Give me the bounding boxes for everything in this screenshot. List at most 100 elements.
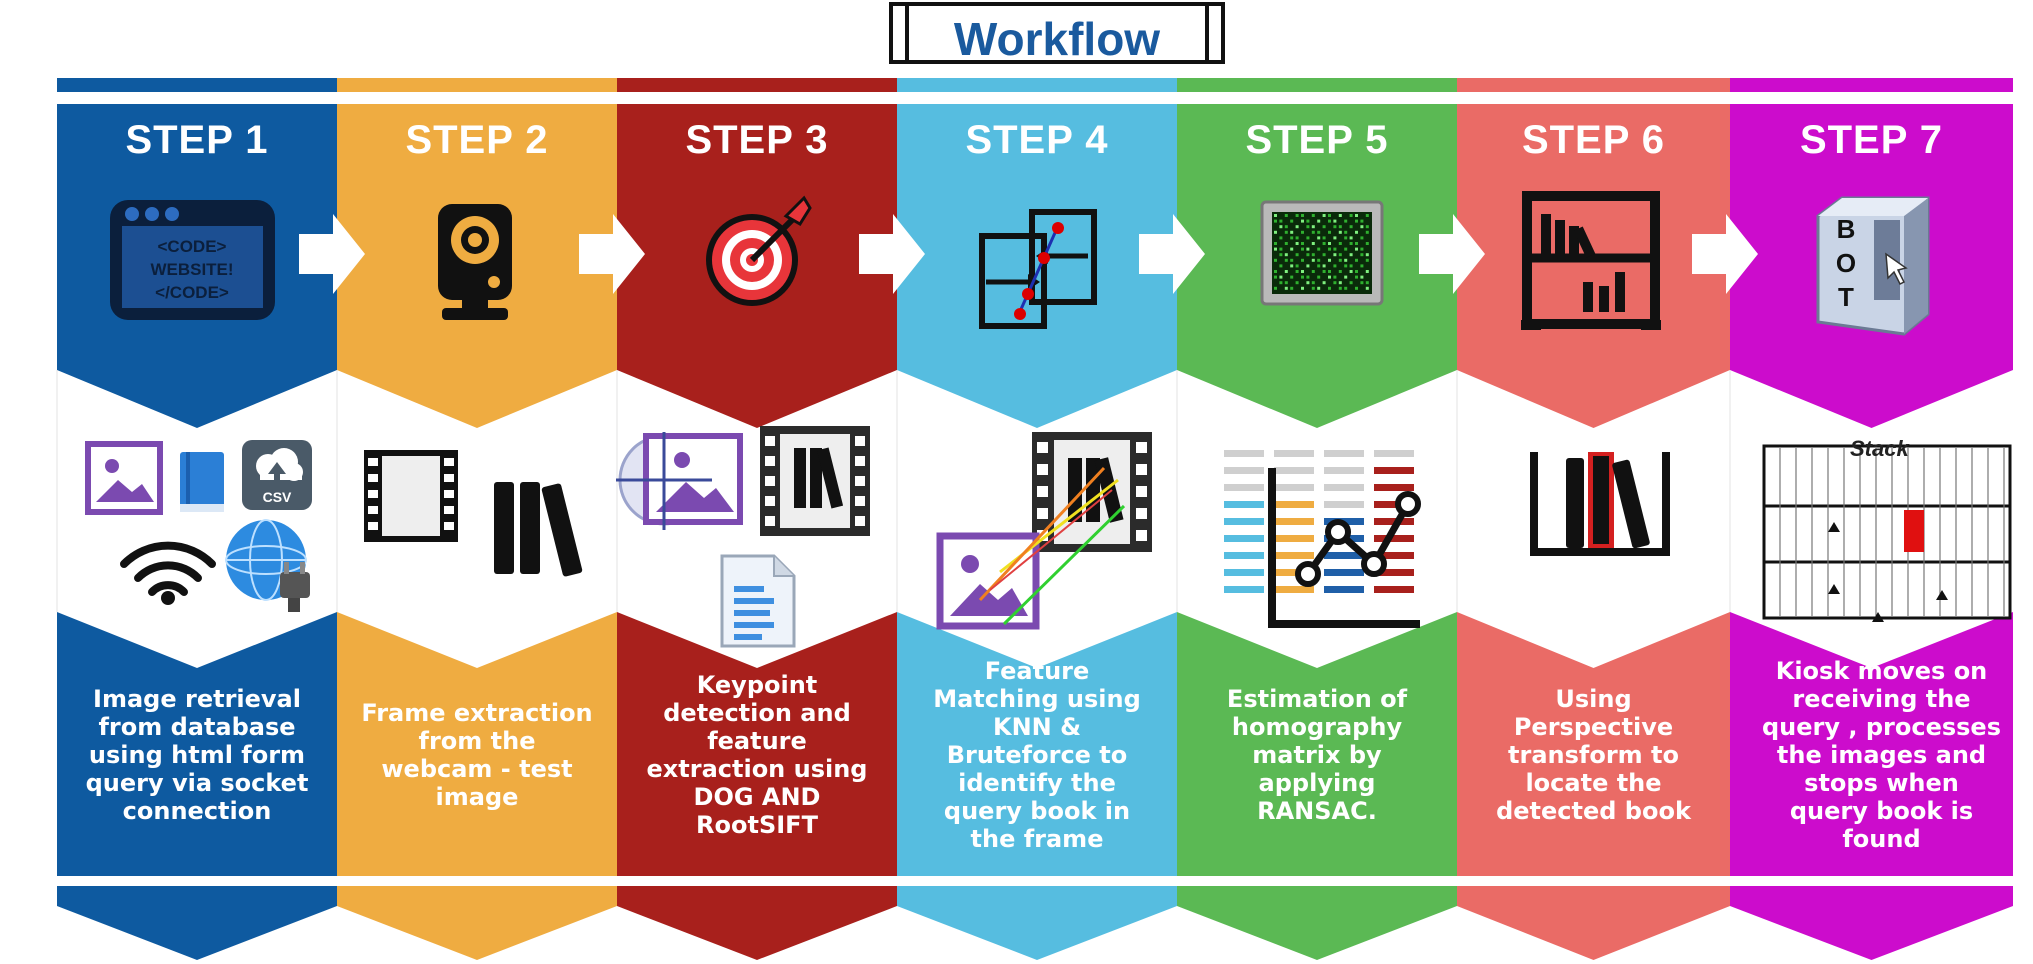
- chart-stripe: [1374, 535, 1414, 542]
- chart-stripe: [1374, 467, 1414, 474]
- matrix-code-dot: [1274, 230, 1277, 234]
- matrix-code-dot: [1349, 281, 1353, 285]
- matrix-code-dot: [1349, 253, 1353, 257]
- film-frame-icon: [364, 450, 458, 542]
- step-7-description-text: Kiosk moves on receiving the query , pro…: [1762, 657, 2001, 853]
- matrix-code-dot: [1322, 236, 1326, 240]
- svg-text:<CODE>: <CODE>: [158, 237, 227, 256]
- matrix-code-dot: [1317, 286, 1321, 290]
- matrix-code-dot: [1355, 230, 1358, 234]
- matrix-code-dot: [1274, 242, 1277, 245]
- step-1-heading: STEP 1: [125, 118, 269, 162]
- chart-stripe: [1324, 569, 1364, 576]
- matrix-code-dot: [1365, 253, 1369, 257]
- matrix-code-dot: [1344, 236, 1348, 240]
- matrix-code-dot: [1290, 286, 1294, 290]
- matrix-code-dot: [1311, 258, 1315, 262]
- chart-stripe: [1274, 569, 1314, 576]
- matrix-code-dot: [1355, 219, 1358, 223]
- matrix-code-dot: [1284, 242, 1288, 245]
- matrix-code-dot: [1349, 264, 1353, 268]
- matrix-code-dot: [1322, 214, 1326, 217]
- matrix-code-dot: [1338, 253, 1342, 257]
- step-1-description-text: Image retrieval from database using html…: [85, 685, 309, 825]
- matrix-code-dot: [1365, 281, 1369, 285]
- chart-stripe: [1324, 484, 1364, 491]
- matrix-code-dot: [1274, 247, 1277, 251]
- arrow-step-5-to-6: [1419, 214, 1485, 294]
- matrix-code-dot: [1365, 242, 1369, 245]
- matrix-code-dot: [1355, 270, 1358, 273]
- matrix-code-dot: [1301, 242, 1304, 245]
- matrix-code-dot: [1317, 230, 1321, 234]
- matrix-code-dot: [1349, 236, 1353, 240]
- matrix-code-dot: [1333, 275, 1337, 279]
- matrix-code-dot: [1355, 214, 1358, 217]
- matrix-code-dot: [1328, 270, 1331, 273]
- matrix-code-dot: [1274, 258, 1277, 262]
- arrow-step-1-to-2: [299, 214, 365, 294]
- matrix-code-dot: [1301, 247, 1304, 251]
- matrix-code-dot: [1279, 275, 1283, 279]
- matrix-code-dot: [1344, 258, 1348, 262]
- matrix-code-dot: [1295, 253, 1299, 257]
- arrow-step-3-to-4: [859, 214, 925, 294]
- matrix-code-dot: [1349, 214, 1353, 217]
- chart-stripe: [1374, 518, 1414, 525]
- matrix-code-dot: [1338, 286, 1342, 290]
- matrix-code-dot: [1355, 247, 1358, 251]
- matrix-code-dot: [1290, 264, 1294, 268]
- match-lines-icon: [978, 466, 1126, 626]
- svg-text:CSV: CSV: [263, 489, 292, 505]
- description-panel-step-7: [1730, 612, 2013, 876]
- top-bar-step-3: [617, 78, 897, 92]
- matrix-code-dot: [1317, 247, 1321, 251]
- matrix-code-dot: [1306, 236, 1310, 240]
- chart-stripe: [1274, 518, 1314, 525]
- chart-stripe: [1224, 501, 1264, 508]
- matrix-code-dot: [1274, 286, 1277, 290]
- target-icon: [706, 195, 812, 306]
- matrix-code-dot: [1333, 264, 1337, 268]
- matrix-code-dot: [1338, 242, 1342, 245]
- matrix-code-dot: [1328, 275, 1331, 279]
- matrix-code-dot: [1290, 275, 1294, 279]
- title-box: Workflow: [889, 2, 1225, 65]
- matrix-code-dot: [1306, 275, 1310, 279]
- document-icon: [720, 554, 796, 648]
- matrix-code-dot: [1290, 258, 1294, 262]
- feature-match-icon: [979, 209, 1097, 329]
- step-4-description-text: Feature Matching using KNN & Bruteforce …: [933, 657, 1141, 853]
- matrix-code-dot: [1333, 219, 1337, 223]
- matrix-code-dot: [1279, 281, 1283, 285]
- bottom-chevron-step-6: [1457, 886, 1730, 960]
- matrix-code-dot: [1328, 286, 1331, 290]
- matrix-code-dot: [1284, 230, 1288, 234]
- bottom-chevron-step-3: [617, 886, 897, 960]
- step-5-heading: STEP 5: [1245, 118, 1389, 162]
- bottom-chevron-step-5: [1177, 886, 1457, 960]
- matrix-code-dot: [1290, 219, 1294, 223]
- chart-stripe: [1324, 501, 1364, 508]
- svg-text:O: O: [1836, 248, 1856, 278]
- matrix-code-dot: [1284, 214, 1288, 217]
- matrix-code-dot: [1328, 247, 1331, 251]
- matrix-code-dot: [1284, 281, 1288, 285]
- step-4-heading: STEP 4: [965, 118, 1109, 162]
- matrix-code-dot: [1333, 281, 1337, 285]
- svg-text:B: B: [1837, 214, 1856, 244]
- chart-stripe: [1224, 569, 1264, 576]
- arrow-step-2-to-3: [579, 214, 645, 294]
- chart-stripe: [1374, 552, 1414, 559]
- step-2-description-text: Frame extraction from the webcam - test …: [361, 699, 593, 811]
- matrix-code-dot: [1328, 258, 1331, 262]
- matrix-code-dot: [1295, 281, 1299, 285]
- webcam-icon: [438, 204, 512, 320]
- arrow-step-4-to-5: [1139, 214, 1205, 294]
- matrix-code-dot: [1349, 225, 1353, 229]
- matrix-code-dot: [1274, 275, 1277, 279]
- website-code-icon: <CODE> WEBSITE! </CODE>: [110, 200, 275, 320]
- chart-stripe: [1324, 450, 1364, 457]
- matrix-code-dot: [1306, 225, 1310, 229]
- description-panel-step-2: [337, 612, 617, 876]
